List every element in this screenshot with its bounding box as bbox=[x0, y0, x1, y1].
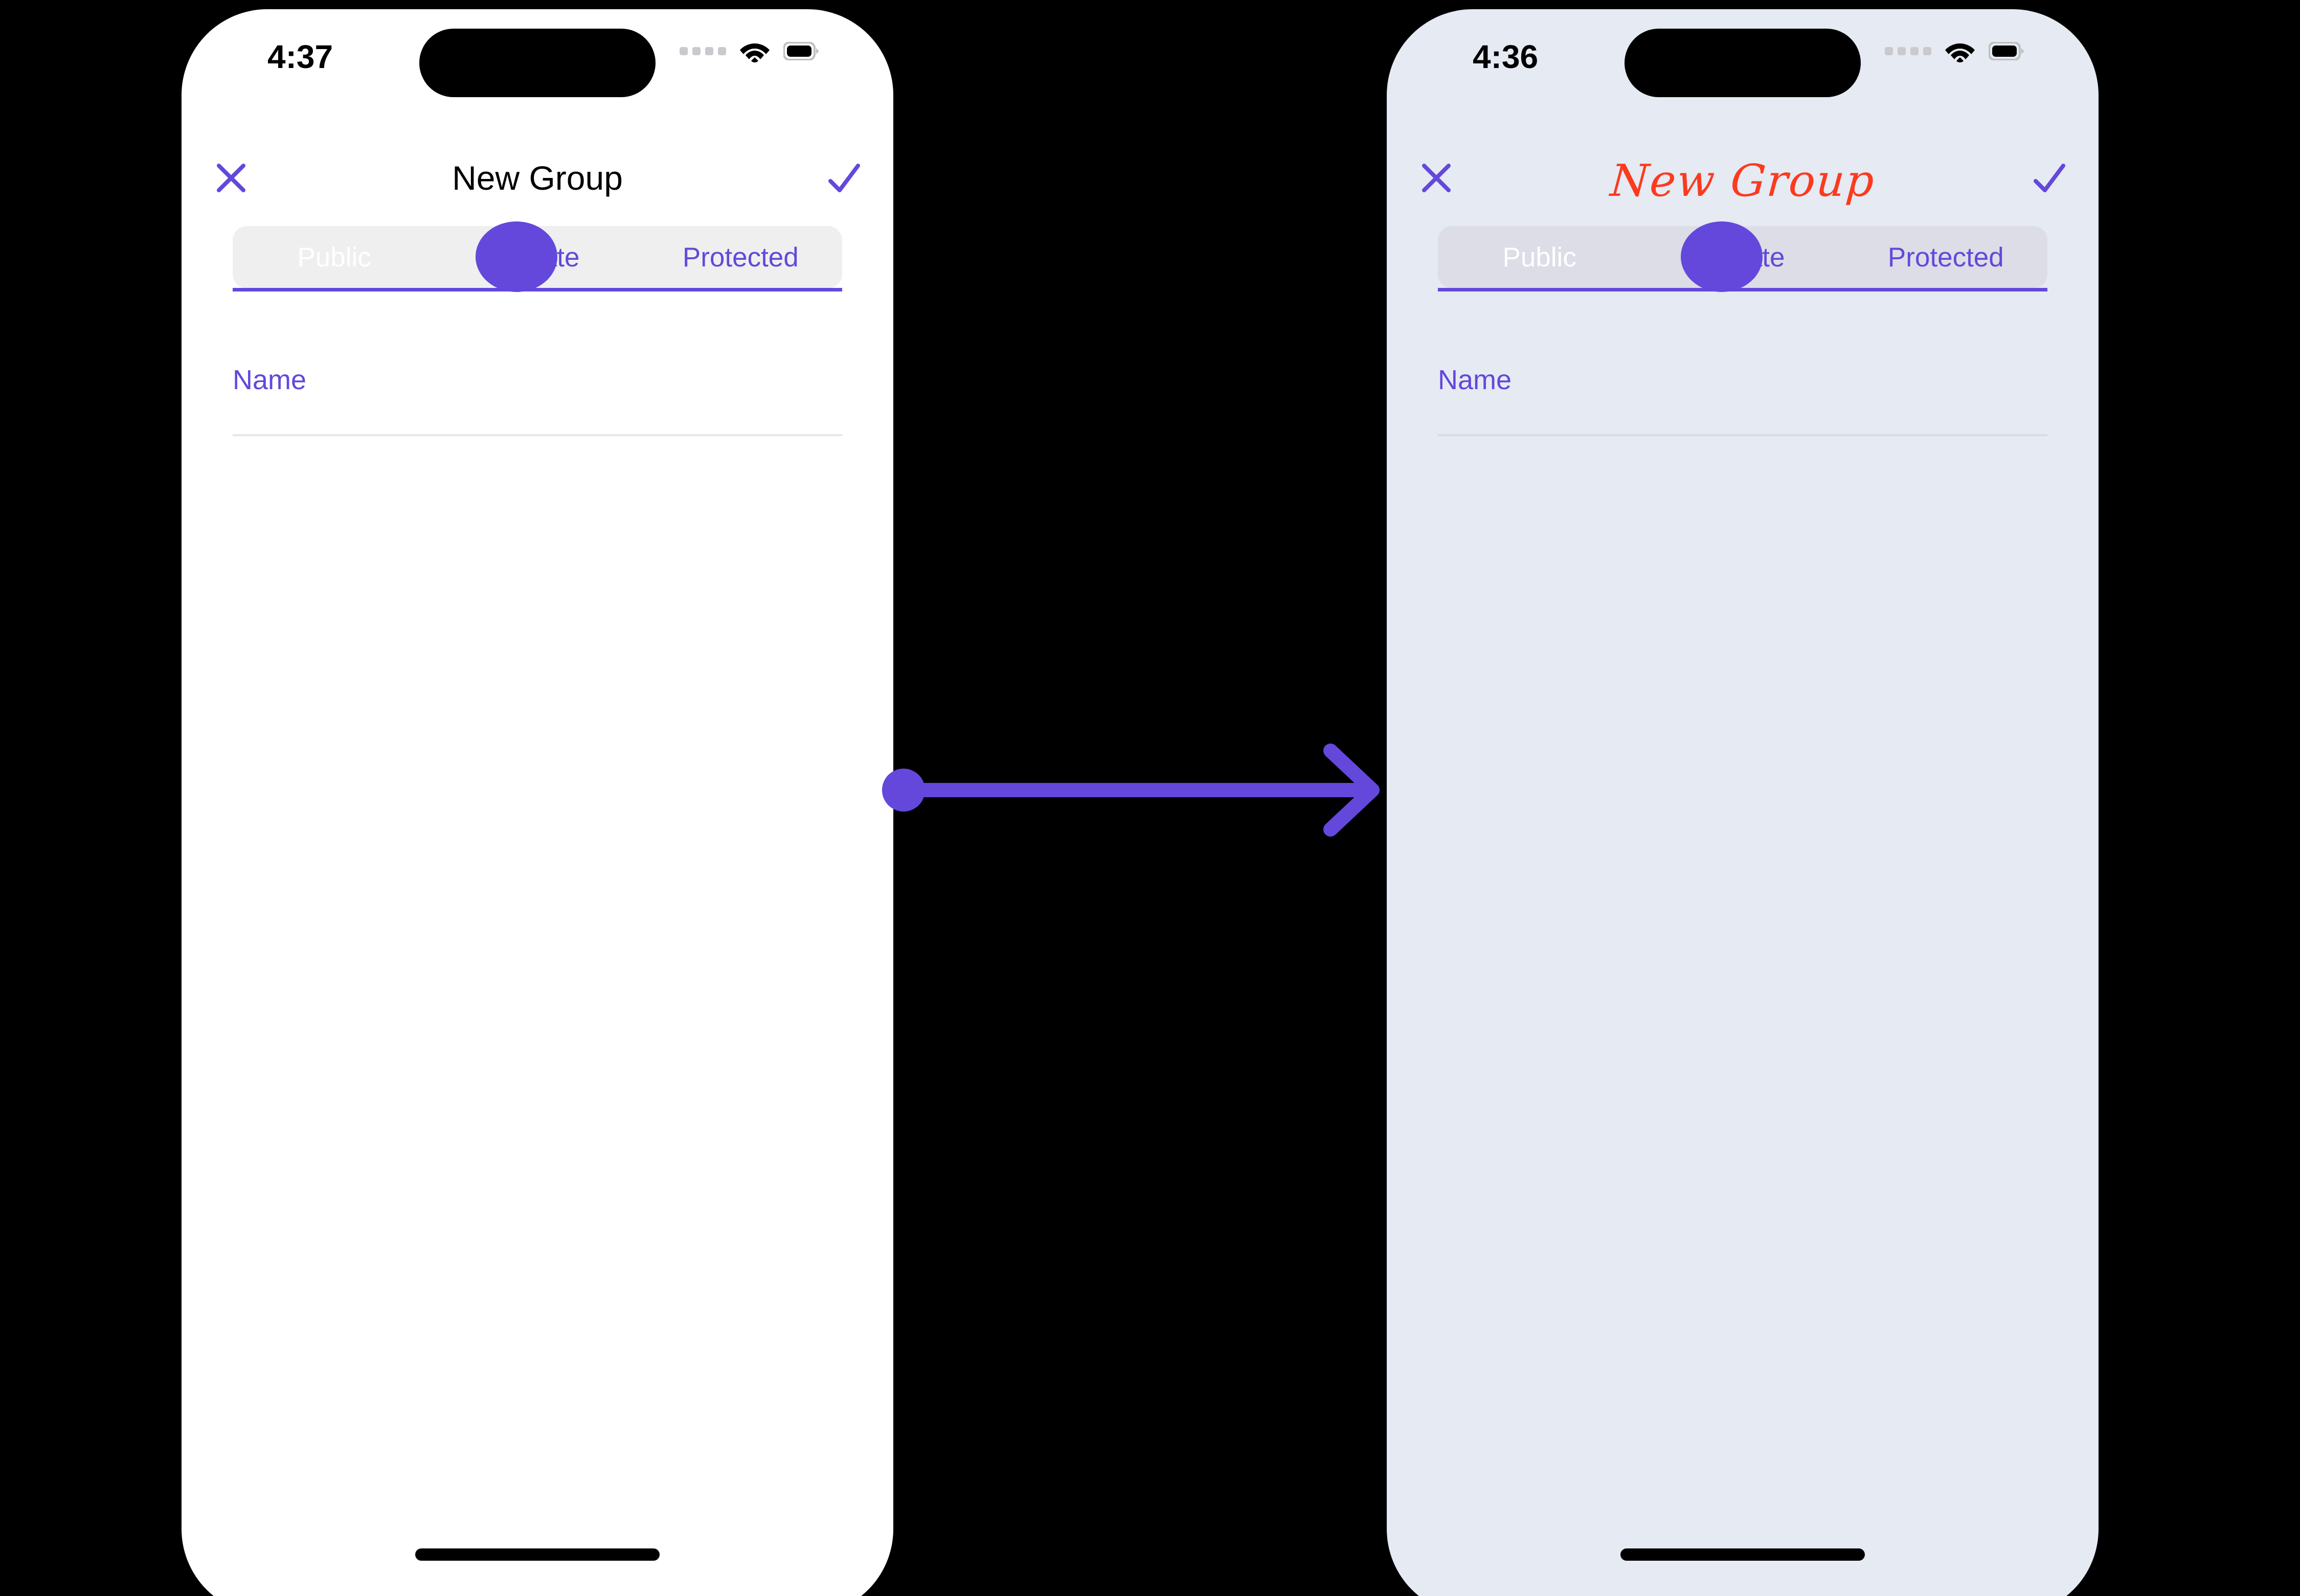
name-input-placeholder: Name bbox=[233, 365, 307, 395]
page-title: New Group bbox=[1608, 155, 1877, 207]
name-input-underline bbox=[233, 434, 842, 436]
close-button[interactable] bbox=[1403, 145, 1470, 211]
tab-public[interactable]: Public bbox=[297, 242, 371, 273]
status-bar-clock: 4:37 bbox=[267, 38, 333, 75]
nav-bar-before: New Group bbox=[182, 145, 893, 211]
name-field-row[interactable]: Name bbox=[233, 352, 842, 436]
segmented-control-options: Public Private Protected bbox=[1438, 226, 2047, 288]
segmented-control-underline bbox=[1438, 288, 2047, 291]
status-bar-indicators bbox=[1885, 40, 2024, 62]
done-button[interactable] bbox=[810, 145, 877, 211]
cellular-dots-icon bbox=[680, 47, 726, 55]
status-bar-clock: 4:36 bbox=[1473, 38, 1539, 75]
phone-screen-after: 4:36 bbox=[1387, 9, 2099, 1596]
done-button[interactable] bbox=[2016, 145, 2082, 211]
dynamic-island bbox=[419, 29, 656, 97]
tab-private[interactable]: Private bbox=[495, 242, 580, 273]
close-x-icon bbox=[212, 159, 251, 197]
phone-screen-before: 4:37 bbox=[182, 9, 893, 1596]
wifi-icon bbox=[739, 40, 770, 62]
name-input-underline bbox=[1438, 434, 2047, 436]
arrow-head-icon bbox=[1323, 744, 1380, 837]
tab-protected[interactable]: Protected bbox=[1887, 242, 2004, 273]
status-bar-indicators bbox=[680, 40, 819, 62]
close-button[interactable] bbox=[198, 145, 264, 211]
name-field-row[interactable]: Name bbox=[1438, 352, 2047, 436]
transition-arrow bbox=[882, 744, 1380, 837]
close-x-icon bbox=[1417, 159, 1456, 197]
battery-full-icon bbox=[1989, 42, 2024, 60]
page-title: New Group bbox=[452, 159, 623, 197]
tab-public[interactable]: Public bbox=[1502, 242, 1576, 273]
dynamic-island bbox=[1625, 29, 1861, 97]
cellular-dots-icon bbox=[1885, 47, 1931, 55]
tab-protected[interactable]: Protected bbox=[682, 242, 799, 273]
nav-bar-after: New Group bbox=[1387, 145, 2099, 211]
segmented-control-underline bbox=[233, 288, 842, 291]
status-bar-before: 4:37 bbox=[182, 9, 893, 111]
wifi-icon bbox=[1945, 40, 1975, 62]
home-indicator bbox=[415, 1548, 660, 1561]
segmented-control-options: Public Private Protected bbox=[233, 226, 842, 288]
name-input-placeholder: Name bbox=[1438, 365, 1512, 395]
home-indicator bbox=[1620, 1548, 1865, 1561]
battery-full-icon bbox=[783, 42, 819, 60]
selected-tab-indicator bbox=[1681, 221, 1763, 292]
checkmark-icon bbox=[2030, 159, 2068, 197]
checkmark-icon bbox=[824, 159, 863, 197]
tab-private[interactable]: Private bbox=[1700, 242, 1785, 273]
status-bar-after: 4:36 bbox=[1387, 9, 2099, 111]
selected-tab-indicator bbox=[476, 221, 557, 292]
